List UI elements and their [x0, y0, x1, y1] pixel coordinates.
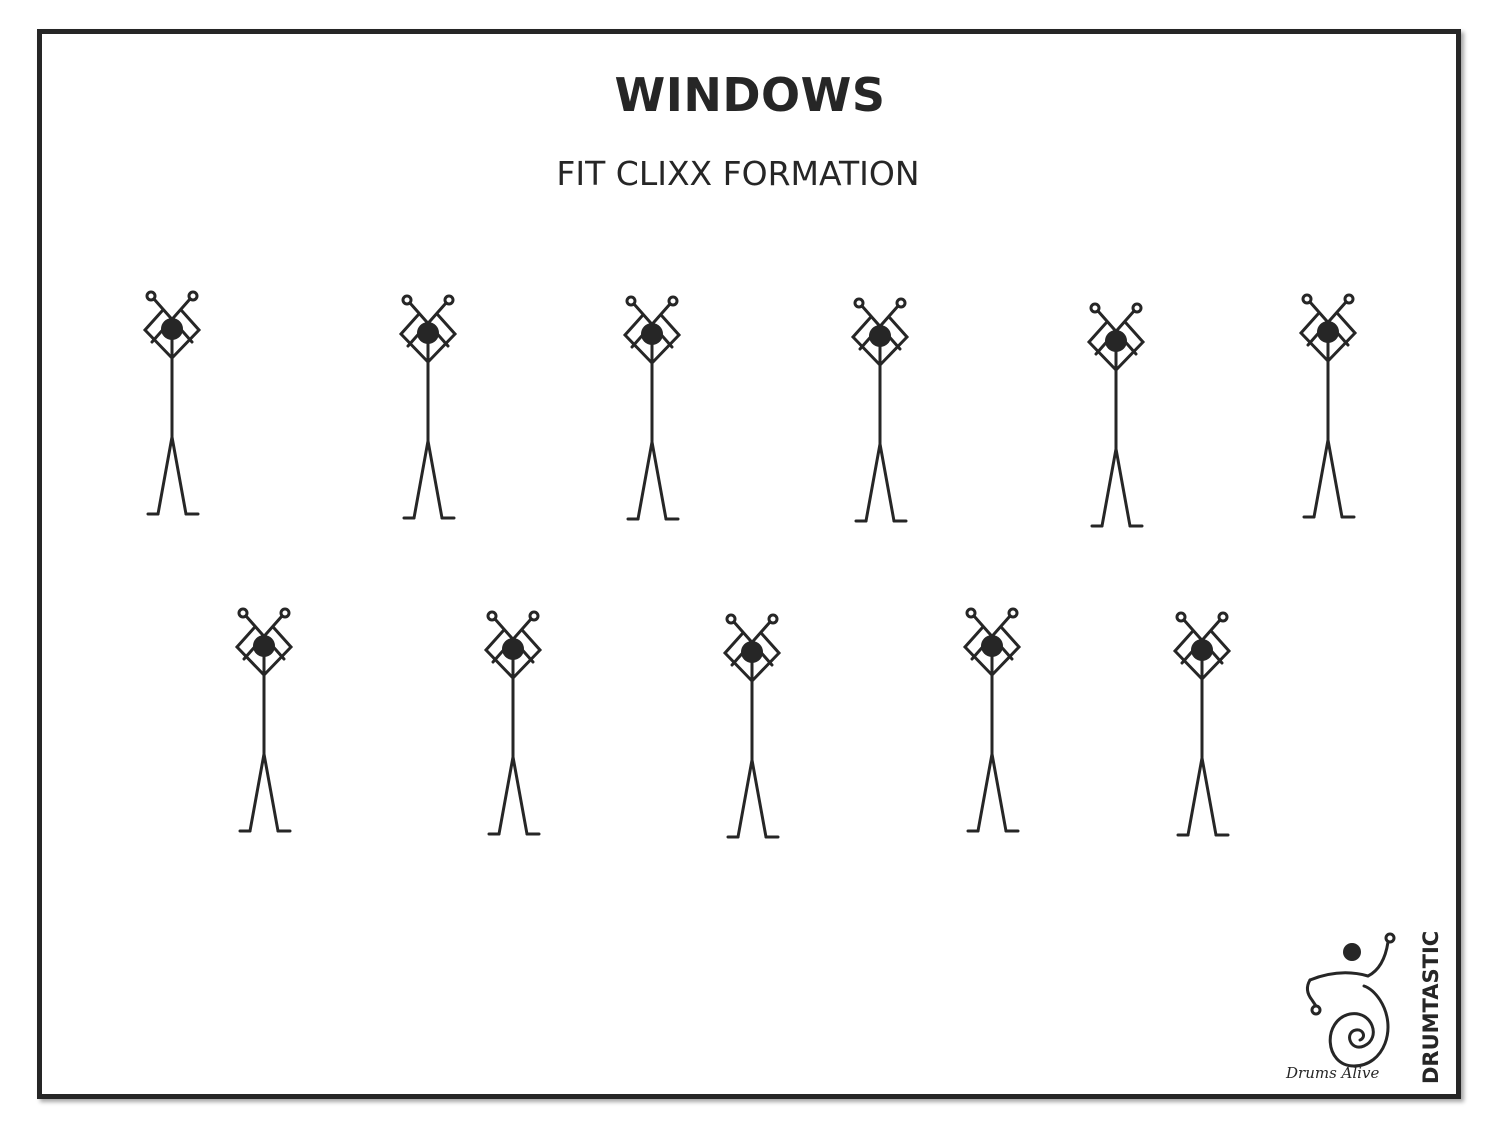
stick-figure — [725, 615, 779, 837]
stick-figure — [237, 609, 291, 831]
stick-figure — [1089, 304, 1143, 526]
stick-figure — [1301, 295, 1355, 517]
stick-figure — [145, 292, 199, 514]
product-text: DRUMTASTIC — [1419, 931, 1443, 1084]
stick-figure — [965, 609, 1019, 831]
drummer-spiral-icon — [1307, 934, 1394, 1066]
stick-figure — [486, 612, 540, 834]
stick-figure — [1175, 613, 1229, 835]
drums-alive-logo: Drums Alive DRUMTASTIC — [1280, 928, 1450, 1088]
stick-figure — [625, 297, 679, 519]
brand-text: Drums Alive — [1285, 1064, 1379, 1082]
stick-figure — [401, 296, 455, 518]
stick-figure — [853, 299, 907, 521]
